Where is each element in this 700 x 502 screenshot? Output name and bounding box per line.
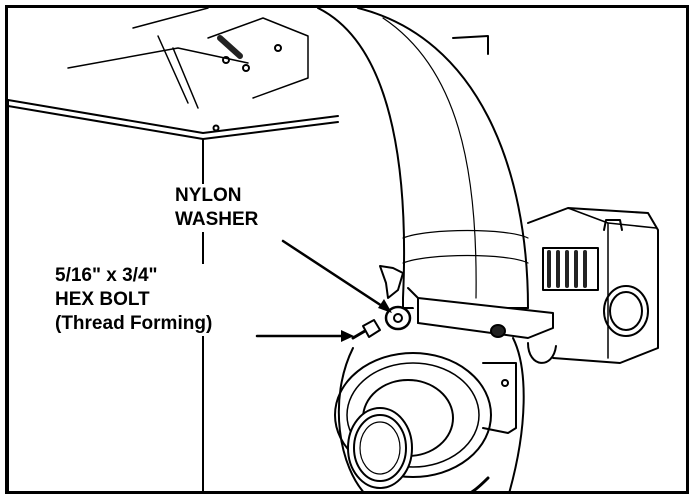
nylon-washer: [384, 305, 412, 331]
hex-bolt: [351, 319, 381, 340]
nylon-washer-label-line2: WASHER: [175, 209, 259, 230]
diagram-frame: NYLON WASHER 5/16" x 3/4" HEX BOLT (Thre…: [5, 5, 689, 494]
bolt-leader-line: [255, 330, 354, 342]
motor-housing: [527, 207, 659, 364]
hex-bolt-label-line2: HEX BOLT: [55, 289, 150, 310]
cabinet: [8, 8, 489, 491]
nylon-washer-label: NYLON WASHER: [175, 184, 259, 232]
blower-chute: [317, 8, 529, 309]
impeller-housing: [334, 337, 525, 491]
hex-bolt-label-line1: 5/16" x 3/4": [55, 265, 158, 286]
washer-leader-line: [281, 239, 392, 313]
hex-bolt-label: 5/16" x 3/4" HEX BOLT (Thread Forming): [55, 264, 213, 336]
nylon-washer-label-line1: NYLON: [175, 185, 242, 206]
hex-bolt-label-line3: (Thread Forming): [55, 313, 213, 334]
assembly-illustration: [8, 8, 659, 491]
